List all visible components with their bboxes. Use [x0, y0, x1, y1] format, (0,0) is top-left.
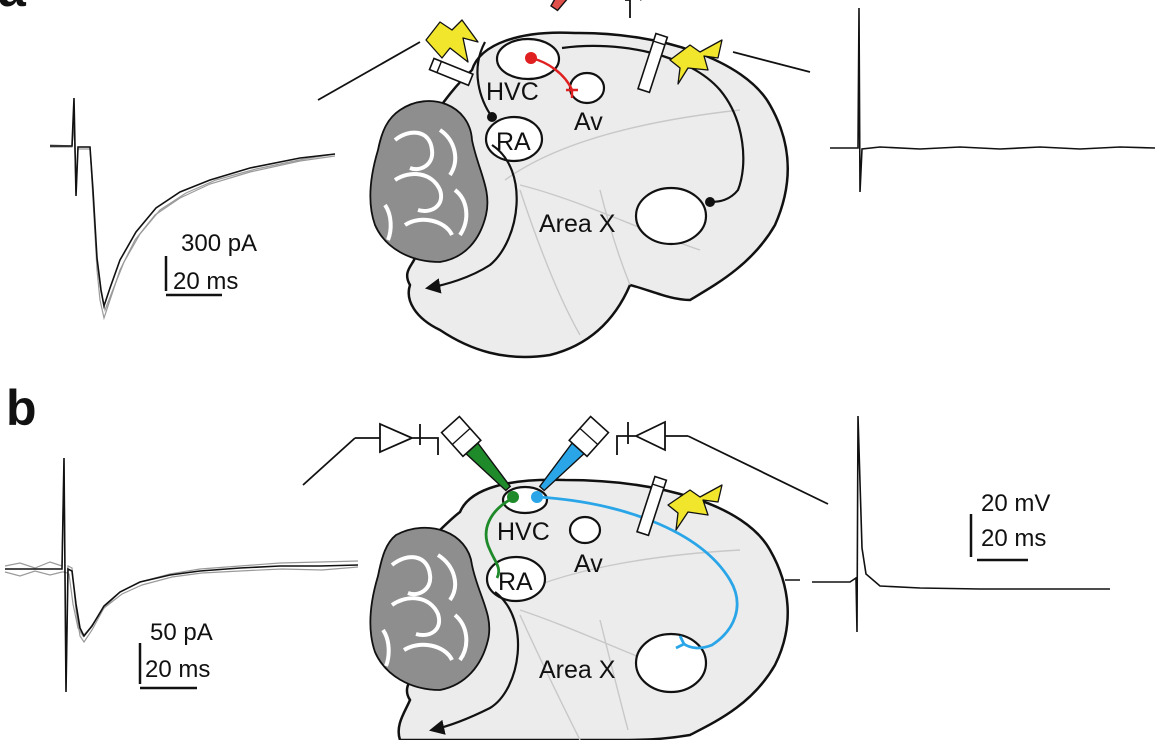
epsc-trace-mean: [5, 457, 359, 693]
guide-line-right: [732, 51, 811, 73]
areax-label: Area X: [539, 656, 616, 684]
membrane-trace-spike: [785, 415, 1110, 633]
ra-label: RA: [498, 568, 533, 596]
recording-pipette-green: [440, 415, 512, 492]
time-scale-label: 20 ms: [173, 268, 238, 295]
stim-bolt-right: [667, 484, 723, 531]
epsc-trace-grey-1: [4, 457, 359, 691]
ra-nucleus: [484, 115, 544, 163]
panel-b-right-trace: [785, 415, 1110, 633]
x-projecting-neuron-axon: [536, 495, 739, 650]
recording-pipette-blue: [538, 415, 610, 492]
av-nucleus: [568, 71, 606, 105]
x-projecting-neuron-terminal: [675, 635, 686, 650]
amplifier-left: [355, 422, 439, 455]
cerebellum: [369, 100, 489, 263]
current-scale-label: 50 pA: [150, 619, 213, 646]
av-nucleus: [568, 515, 602, 545]
stim-electrode-areax: [636, 475, 668, 537]
panel-b-scalebar-left: 50 pA 20 ms: [138, 619, 213, 690]
areax-nucleus: [634, 186, 708, 246]
stim-bolt-left: [425, 19, 479, 63]
hvc-to-ra-pathway: [476, 41, 493, 118]
panel-a: a 300 pA 20 ms: [0, 0, 1156, 359]
panel-a-letter: a: [0, 0, 27, 17]
av-label: Av: [574, 550, 603, 578]
epsc-trace-mean: [50, 97, 336, 310]
areax-label: Area X: [539, 210, 616, 238]
panel-b-letter: b: [6, 380, 37, 436]
guide-line-left: [317, 41, 421, 101]
ra-projecting-neuron-axon: [484, 496, 514, 579]
membrane-trace-flat: [830, 7, 1156, 193]
brain-inner-lines: [504, 109, 741, 336]
areax-nucleus: [634, 632, 708, 694]
panel-a-brain: HVC Av RA Area X: [369, 0, 789, 359]
guide-line-right: [687, 435, 829, 505]
ra-descending-pathway: [428, 591, 520, 735]
ra-nucleus: [485, 555, 547, 603]
amplifier-right: [616, 420, 688, 455]
panel-b-scalebar-right: 20 mV 20 ms: [969, 490, 1050, 562]
hvc-label: HVC: [486, 78, 539, 106]
ra-projecting-neuron-soma: [507, 491, 519, 503]
voltage-scale-label: 20 mV: [981, 490, 1050, 517]
ra-descending-pathway: [424, 144, 518, 294]
cerebellum: [369, 526, 491, 691]
stim-electrode-areax: [637, 32, 669, 94]
time-scale-label: 20 ms: [145, 656, 210, 683]
panel-a-scalebar: 300 pA 20 ms: [164, 230, 257, 297]
panel-b-brain: HVC Av RA Area X: [369, 415, 789, 740]
amplifier-symbol-a: [625, 0, 642, 18]
recorded-neuron-axon: [530, 56, 574, 91]
recording-pipette-a: [550, 0, 595, 12]
panel-b: b 50 pA 20 ms: [4, 380, 1110, 740]
current-scale-label: 300 pA: [181, 230, 257, 257]
panel-a-epsc-traces: [49, 97, 336, 321]
av-label: Av: [574, 108, 603, 136]
time-scale-label: 20 ms: [981, 525, 1046, 552]
ra-label: RA: [496, 128, 531, 156]
ra-terminal-dot: [487, 112, 497, 122]
stim-bolt-right: [669, 39, 723, 85]
areax-terminal-dot: [705, 197, 715, 207]
panel-a-right-trace: [830, 7, 1156, 193]
stim-electrode-ra: [428, 57, 474, 87]
hvc-label: HVC: [497, 518, 550, 546]
panel-b-epsc-traces: [4, 457, 359, 693]
recorded-neuron-terminal: [566, 88, 578, 98]
guide-line-left: [302, 437, 356, 486]
brain-inner-lines: [504, 549, 741, 740]
x-projecting-neuron-soma: [531, 491, 543, 503]
hvc-to-areax-pathway: [561, 44, 745, 204]
